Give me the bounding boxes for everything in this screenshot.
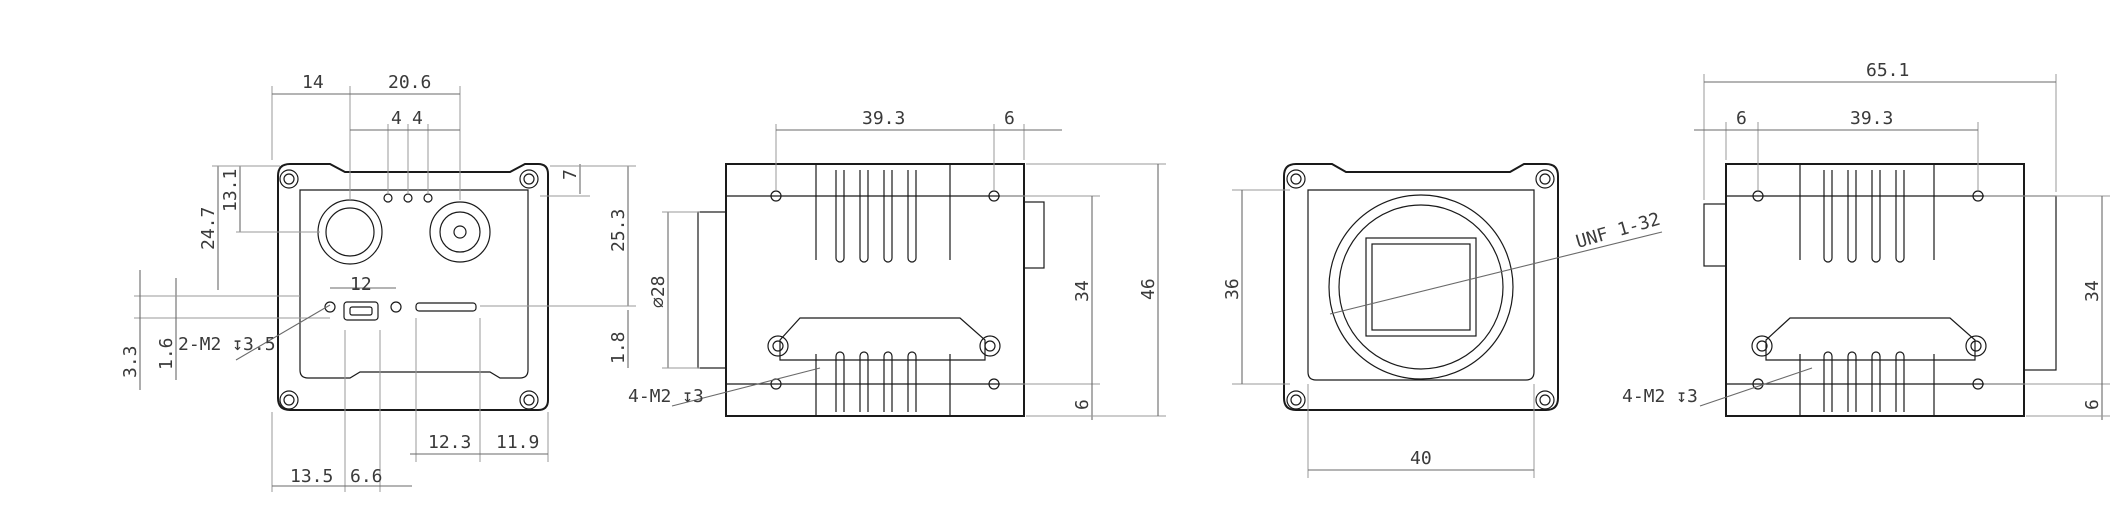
- note-unf: UNF 1-32: [1574, 209, 1663, 253]
- dim-34-right: 34: [2082, 280, 2103, 302]
- dim-36: 36: [1222, 278, 1243, 300]
- dim-4-left: 4: [391, 108, 402, 129]
- lens-dimensions: [1232, 189, 1663, 478]
- lens-body-outline: [1283, 163, 1559, 411]
- right-fins: [1823, 170, 1905, 412]
- right-rear-connector: [1703, 203, 1727, 267]
- right-mount-holes: [1751, 190, 1987, 390]
- lens-front-view: 36 40 UNF 1-32: [1222, 163, 1663, 478]
- dim-7: 7: [560, 169, 581, 180]
- note-4-m2-left: 4-M2 ↧3: [628, 386, 704, 407]
- lens-inner-frame: [1307, 189, 1535, 381]
- rear-corner-screws: [279, 169, 539, 410]
- dim-6-top-right: 6: [1736, 108, 1747, 129]
- rear-connectors: [317, 193, 491, 321]
- sensor-window: [1365, 237, 1477, 337]
- dim-65-1: 65.1: [1866, 60, 1909, 81]
- dim-6-bottom-right: 6: [2082, 399, 2103, 410]
- dim-6-top-left: 6: [1004, 108, 1015, 129]
- rear-body-outline: [277, 163, 549, 411]
- left-side-view: 39.3 6 ⌀28 34 46 6 4-M2 ↧3: [628, 108, 1166, 420]
- left-side-body: [725, 163, 1025, 417]
- note-2-m2: 2-M2 ↧3.5: [178, 334, 276, 355]
- right-side-view: 65.1 6 39.3 34 6 4-M2 ↧3: [1622, 60, 2110, 420]
- left-rear-connector: [1023, 201, 1045, 269]
- dim-25-3: 25.3: [608, 209, 629, 252]
- dim-39-3-right: 39.3: [1850, 108, 1893, 129]
- rear-dimensions: [134, 86, 636, 492]
- dim-6-6: 6.6: [350, 466, 383, 487]
- dim-4-right: 4: [412, 108, 423, 129]
- right-lens-mount: [2023, 195, 2057, 371]
- right-side-body: [1725, 163, 2025, 417]
- right-dimensions: [1694, 74, 2110, 420]
- dim-39-3-left: 39.3: [862, 108, 905, 129]
- lens-mount-inner: [1338, 204, 1504, 370]
- dim-1-6: 1.6: [156, 337, 177, 370]
- rear-view: 14 20.6 4 4 7 13.1 24.7 25.3 12 1.8 3.3 …: [120, 72, 636, 492]
- dim-6-bottom-left: 6: [1072, 399, 1093, 410]
- lens-corner-screws: [1286, 169, 1555, 410]
- dim-12: 12: [350, 274, 372, 295]
- dim-14: 14: [302, 72, 324, 93]
- dim-3-3: 3.3: [120, 345, 141, 378]
- dim-13-5: 13.5: [290, 466, 333, 487]
- dim-24-7: 24.7: [198, 207, 219, 250]
- sensor: [1371, 243, 1471, 331]
- left-lens-mount: [697, 211, 727, 369]
- dim-20-6: 20.6: [388, 72, 431, 93]
- dim-12-3: 12.3: [428, 432, 471, 453]
- note-4-m2-right: 4-M2 ↧3: [1622, 386, 1698, 407]
- dim-1-8: 1.8: [608, 331, 629, 364]
- left-fins: [835, 170, 917, 412]
- left-dimensions: [662, 124, 1166, 420]
- dim-28: ⌀28: [648, 275, 669, 308]
- lens-mount-outer: [1328, 194, 1514, 380]
- dim-34-left: 34: [1072, 280, 1093, 302]
- dim-13-1: 13.1: [220, 169, 241, 212]
- dim-40: 40: [1410, 448, 1432, 469]
- dim-46: 46: [1138, 278, 1159, 300]
- dim-11-9: 11.9: [496, 432, 539, 453]
- rear-inner-frame: [299, 189, 529, 379]
